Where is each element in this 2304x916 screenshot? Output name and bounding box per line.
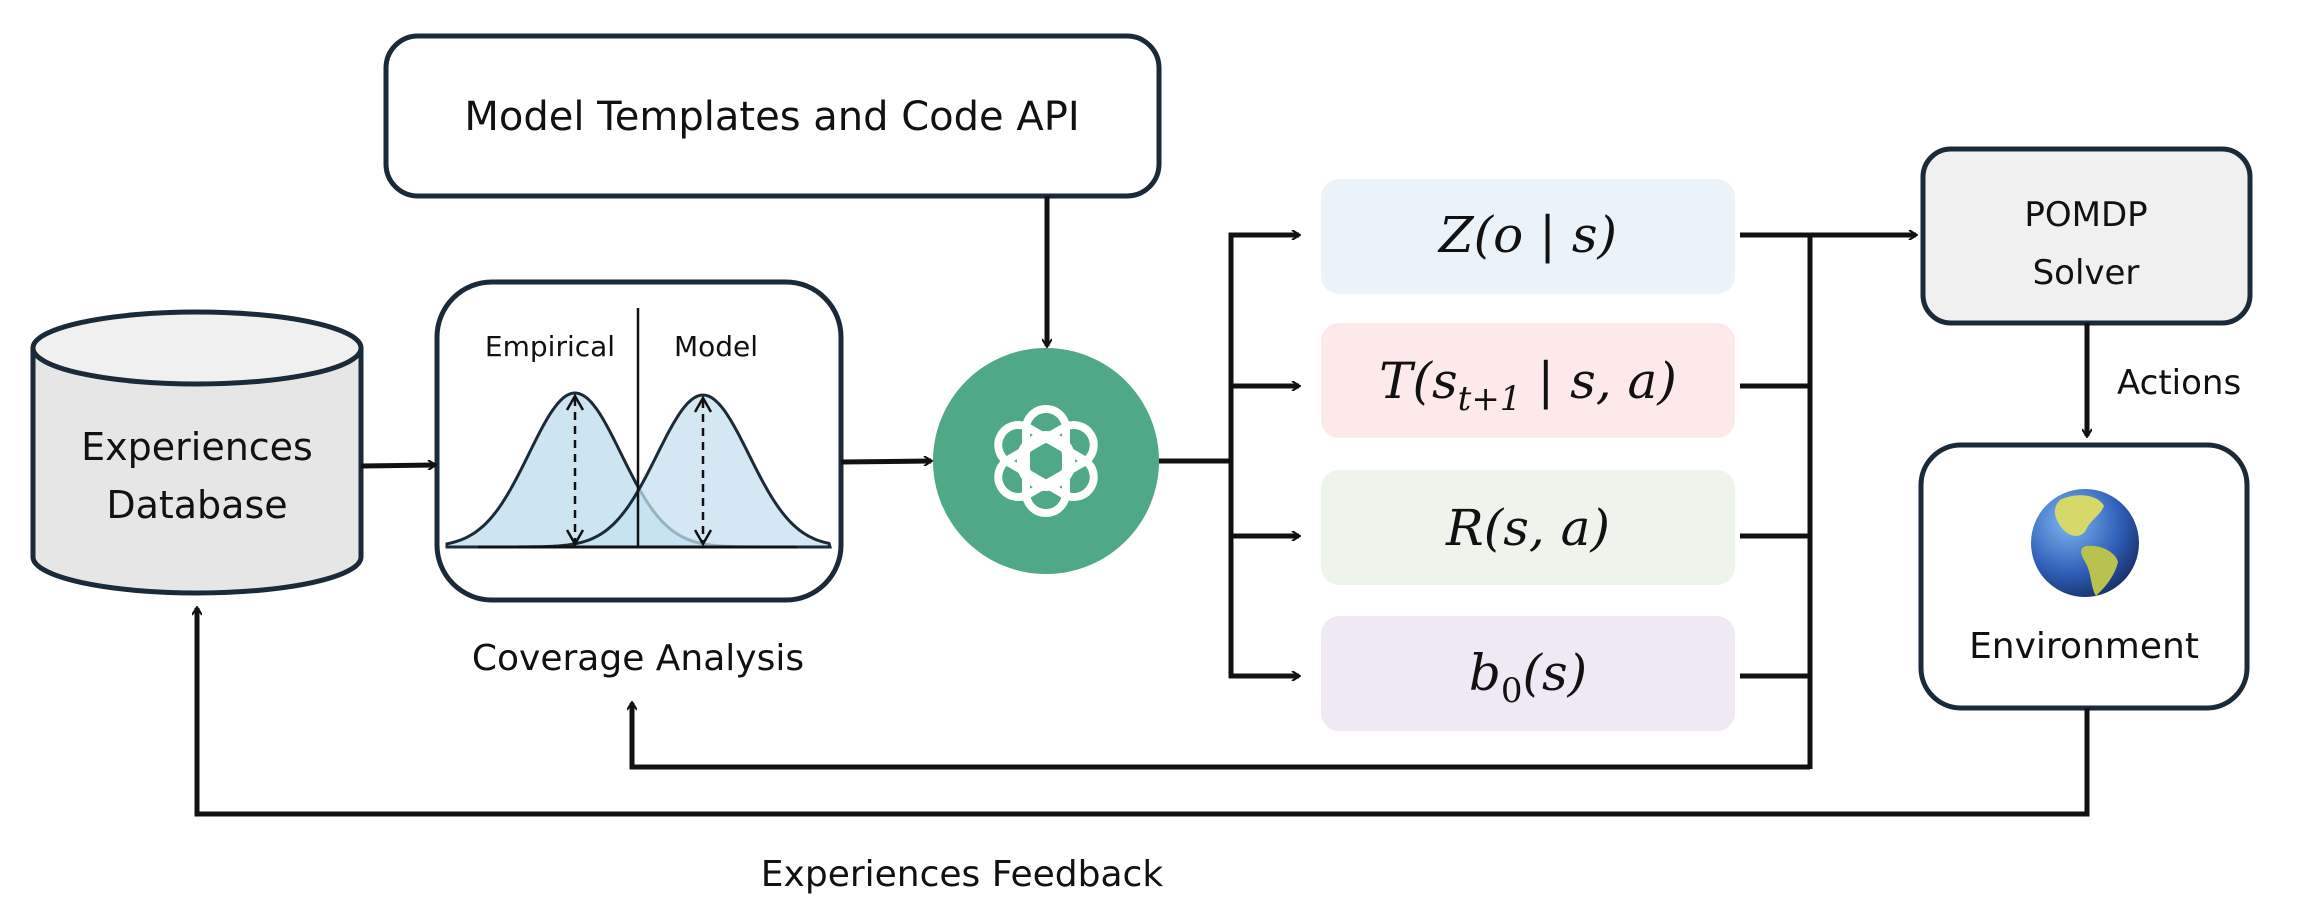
arrow-feedback-to-coverage <box>632 703 1810 770</box>
model-templates-label: Model Templates and Code API <box>464 94 1079 140</box>
environment-box: Environment <box>1918 442 2250 711</box>
coverage-analysis-box: Empirical Model <box>434 279 844 603</box>
transition-model-box: T(st+1 | s, a) <box>1321 323 1735 438</box>
reward-model-box: R(s, a) <box>1321 470 1735 585</box>
observation-model-expression: Z(o | s) <box>1437 206 1617 264</box>
llm-node <box>933 348 1159 574</box>
llm-output-branches <box>1159 233 1299 678</box>
transition-model-expression: T(st+1 | s, a) <box>1379 352 1677 419</box>
initial-belief-expression: b0(s) <box>1469 644 1587 711</box>
model-distribution-curve <box>518 393 832 549</box>
arrow-experiences-feedback <box>197 608 2090 817</box>
database-label-line1: Experiences <box>81 425 313 469</box>
globe-americas-icon <box>2031 489 2139 597</box>
openai-logo-icon <box>994 405 1098 517</box>
model-templates-box: Model Templates and Code API <box>383 33 1162 199</box>
model-label: Model <box>674 330 758 363</box>
empirical-label: Empirical <box>485 330 615 363</box>
solver-label-line1: POMDP <box>2024 195 2147 235</box>
experiences-database: Experiences Database <box>30 309 364 596</box>
arrow-coverage-to-llm <box>840 461 931 462</box>
database-label-line2: Database <box>106 483 287 527</box>
initial-belief-box: b0(s) <box>1321 616 1735 731</box>
peak-height-arrows <box>565 393 713 547</box>
pomdp-solver-box: POMDP Solver <box>1920 146 2253 326</box>
llm-circle <box>933 348 1159 574</box>
reward-model-expression: R(s, a) <box>1445 499 1610 557</box>
experiences-feedback-label: Experiences Feedback <box>761 854 1164 895</box>
solver-label-line2: Solver <box>2033 253 2140 293</box>
arrow-database-to-coverage <box>360 465 435 466</box>
environment-label: Environment <box>1969 626 2199 667</box>
components-merge-lines <box>1740 233 1916 769</box>
actions-label: Actions <box>2117 363 2241 403</box>
observation-model-box: Z(o | s) <box>1321 179 1735 294</box>
coverage-analysis-caption: Coverage Analysis <box>472 638 804 679</box>
